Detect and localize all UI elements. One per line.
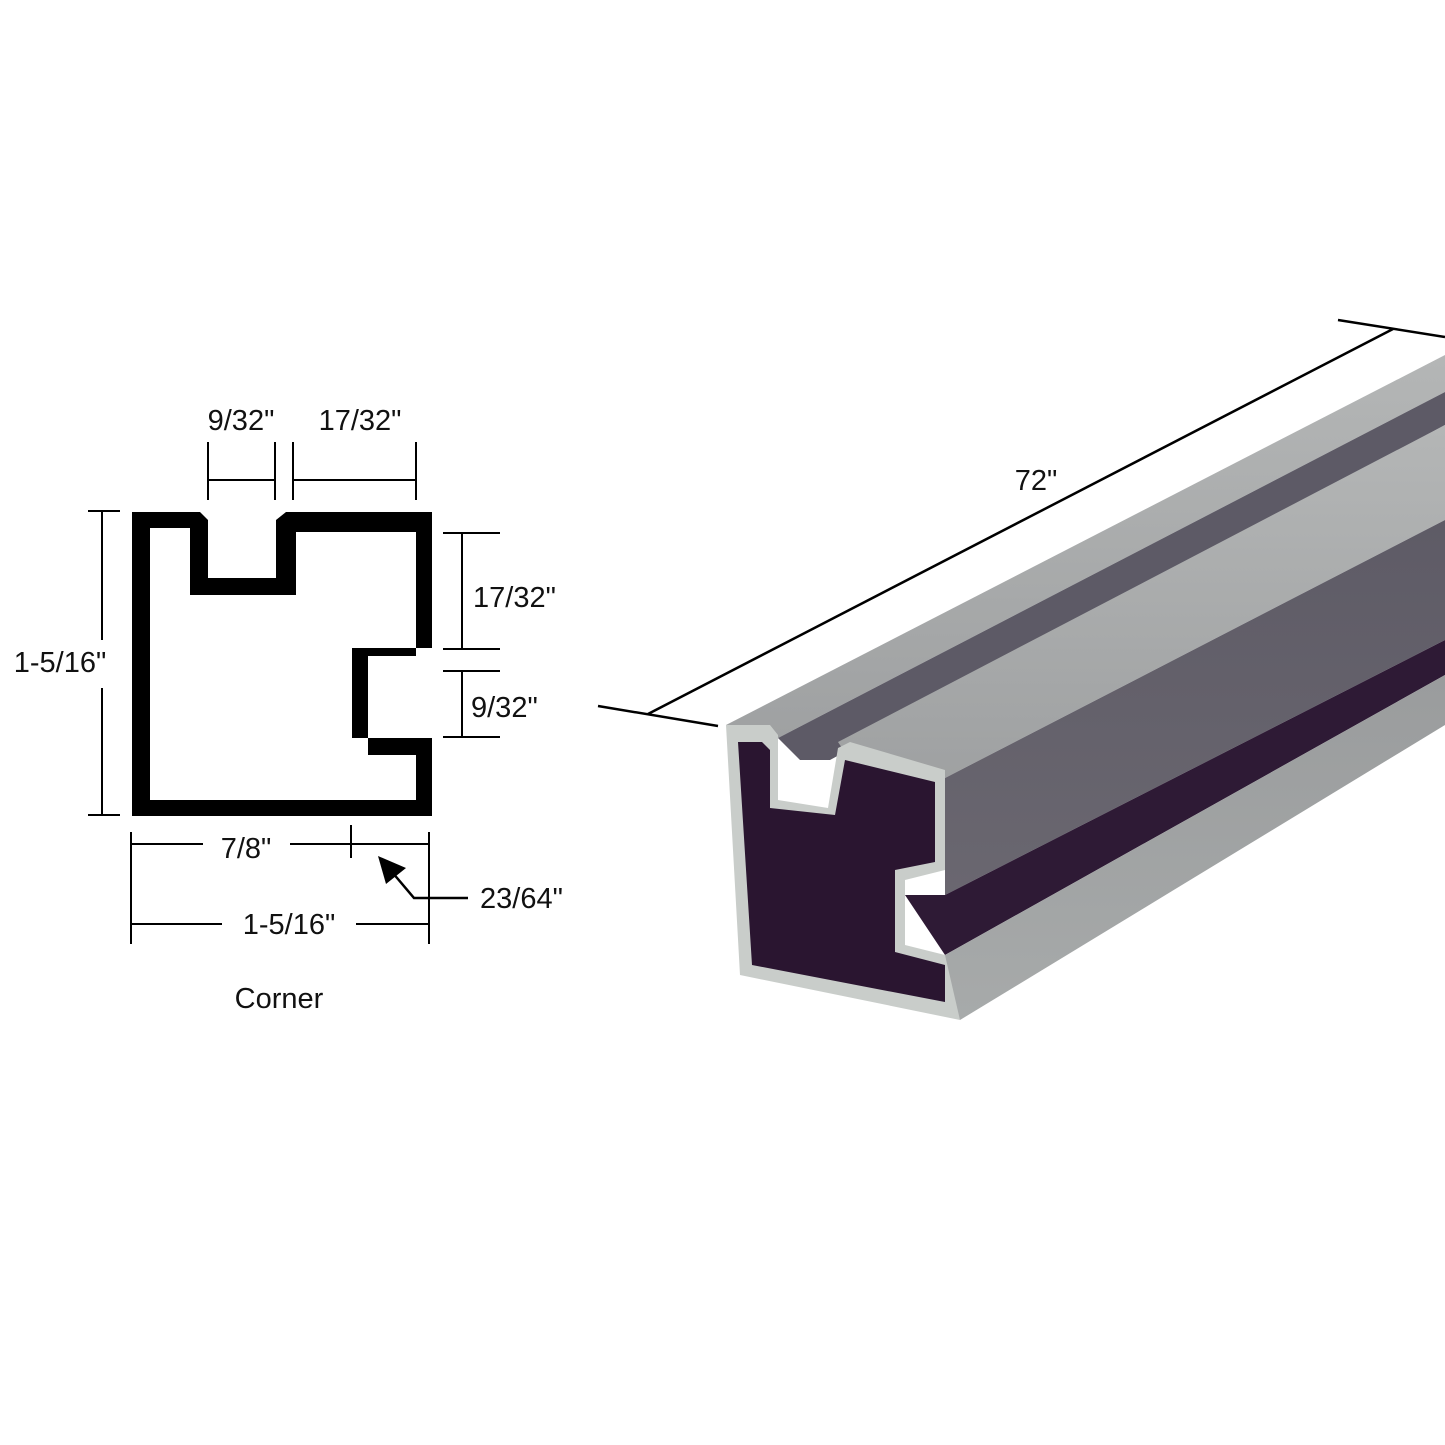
dim-bottom-partial-width-label: 7/8" [221, 833, 272, 865]
dim-top-right-width: 17/32" [292, 405, 417, 500]
arrow-icon [378, 856, 406, 884]
dim-length: 72" [597, 318, 1445, 728]
right-slot-channel [905, 640, 1445, 955]
dim-overall-width: 1-5/16" [131, 909, 429, 941]
dim-slot-depth-label: 23/64" [480, 883, 563, 915]
dim-length-label: 72" [1015, 465, 1058, 497]
dim-top-slot-width: 9/32" [207, 405, 276, 500]
dim-right-slot-height: 9/32" [443, 670, 538, 738]
profile-caption: Corner [235, 983, 324, 1015]
dim-right-upper-height-label: 17/32" [473, 582, 556, 614]
dim-right-slot-height-label: 9/32" [471, 692, 538, 724]
dim-overall-width-label: 1-5/16" [243, 909, 336, 941]
top-left-rail [726, 355, 1445, 738]
lower-right-face [945, 675, 1445, 1020]
dim-right-upper-height: 17/32" [443, 532, 556, 650]
extrusion-3d-render: 72" [597, 318, 1445, 1020]
dim-overall-height: 1-5/16" [14, 510, 120, 816]
end-face-cavity [738, 742, 945, 1002]
profile-outline [132, 512, 432, 816]
right-side-face [945, 520, 1445, 895]
dim-slot-depth: 23/64" [378, 856, 563, 915]
dim-bottom-partial-width: 7/8" [130, 825, 430, 944]
cross-section-drawing: 9/32" 17/32" 1-5/16" 17/32" [14, 405, 563, 1015]
dim-overall-height-label: 1-5/16" [14, 647, 107, 679]
dim-top-slot-width-label: 9/32" [208, 405, 275, 437]
top-slot-channel [778, 392, 1445, 760]
top-right-rail [838, 425, 1445, 778]
dim-top-right-width-label: 17/32" [319, 405, 402, 437]
